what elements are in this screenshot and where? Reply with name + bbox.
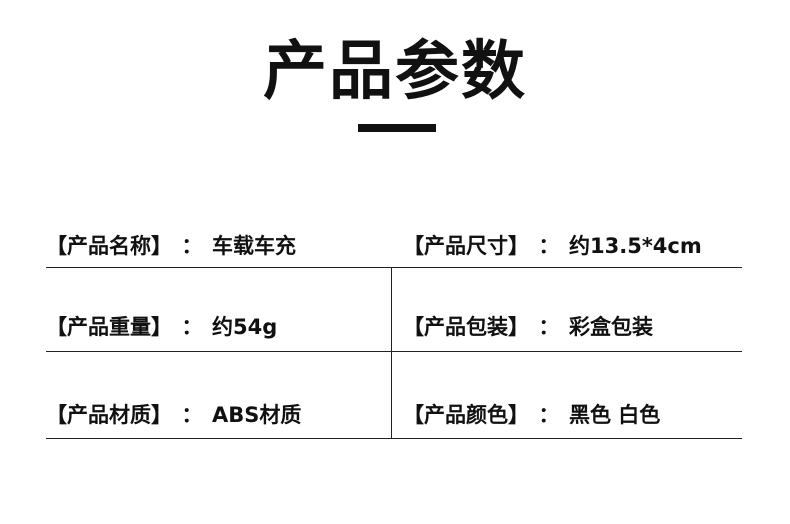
spec-separator: ： bbox=[538, 315, 560, 339]
spec-value: 黑色 白色 bbox=[569, 403, 661, 427]
spec-label: 【产品重量】 bbox=[46, 315, 172, 339]
spec-cell-packaging: 【产品包装】 ： 彩盒包装 bbox=[403, 312, 653, 342]
spec-label: 【产品尺寸】 bbox=[403, 234, 529, 258]
spec-label: 【产品名称】 bbox=[46, 234, 172, 258]
spec-value: 约13.5*4cm bbox=[569, 234, 702, 258]
spec-separator: ： bbox=[538, 403, 560, 427]
spec-value: 彩盒包装 bbox=[569, 315, 653, 339]
spec-separator: ： bbox=[181, 403, 203, 427]
spec-cell-weight: 【产品重量】 ： 约54g bbox=[46, 312, 277, 342]
spec-value: ABS材质 bbox=[212, 403, 302, 427]
spec-cell-size: 【产品尺寸】 ： 约13.5*4cm bbox=[403, 231, 702, 261]
spec-row: 【产品名称】 ： 车载车充 【产品尺寸】 ： 约13.5*4cm bbox=[46, 214, 742, 268]
spec-row: 【产品重量】 ： 约54g 【产品包装】 ： 彩盒包装 bbox=[46, 268, 742, 352]
spec-label: 【产品颜色】 bbox=[403, 403, 529, 427]
spec-cell-material: 【产品材质】 ： ABS材质 bbox=[46, 400, 301, 430]
page-title: 产品参数 bbox=[263, 35, 527, 109]
spec-label: 【产品材质】 bbox=[46, 403, 172, 427]
spec-row: 【产品材质】 ： ABS材质 【产品颜色】 ： 黑色 白色 bbox=[46, 352, 742, 439]
spec-table: 【产品名称】 ： 车载车充 【产品尺寸】 ： 约13.5*4cm 【产品重量】 ： 约54g… bbox=[46, 214, 742, 439]
spec-separator: ： bbox=[538, 234, 560, 258]
spec-value: 车载车充 bbox=[212, 234, 296, 258]
column-divider bbox=[391, 268, 392, 351]
spec-separator: ： bbox=[181, 234, 203, 258]
column-divider bbox=[391, 352, 392, 438]
spec-label: 【产品包装】 bbox=[403, 315, 529, 339]
spec-value: 约54g bbox=[212, 315, 278, 339]
title-underline bbox=[358, 124, 436, 132]
spec-separator: ： bbox=[181, 315, 203, 339]
spec-cell-color: 【产品颜色】 ： 黑色 白色 bbox=[403, 400, 660, 430]
spec-cell-name: 【产品名称】 ： 车载车充 bbox=[46, 231, 296, 261]
